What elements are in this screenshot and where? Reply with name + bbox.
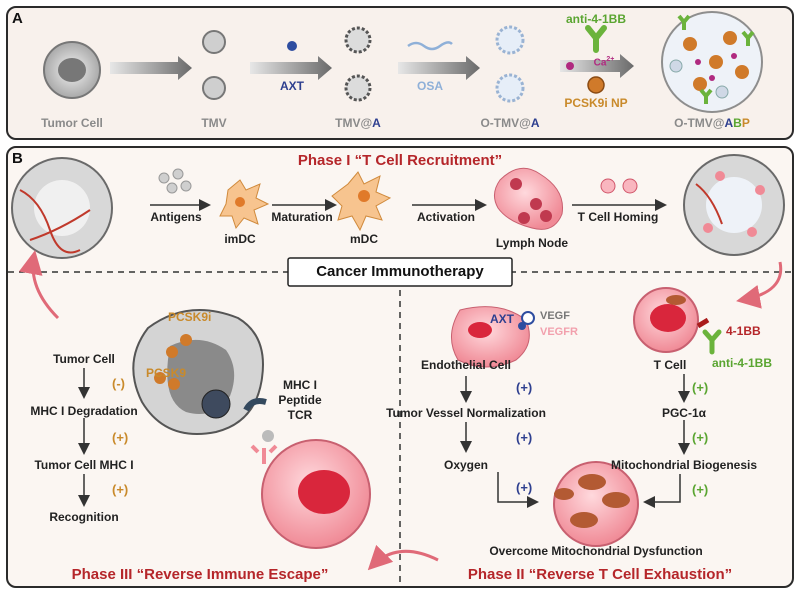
label-tmv: TMV: [201, 116, 227, 130]
arrow-a1: [110, 56, 192, 80]
label-activation: Activation: [416, 210, 476, 224]
t-cell-right-icon: [633, 287, 722, 355]
label-ca: Ca2+: [593, 56, 615, 69]
label-tumor-cell: Tumor Cell: [41, 116, 103, 130]
panel-a-letter: A: [12, 10, 23, 27]
o-tmv-abp-icon: [661, 11, 763, 113]
center-title: Cancer Immunotherapy: [316, 263, 484, 280]
mid-sign-3: (+): [516, 480, 533, 495]
label-pcsk9i-np: PCSK9i NP: [564, 96, 628, 110]
label-anti-4-1bb-b: anti-4-1BB: [712, 356, 773, 370]
phase-2-title: Phase II “Reverse T Cell Exhaustion”: [467, 566, 733, 583]
mid-sign-1: (+): [516, 380, 533, 395]
label-vegf: VEGF: [540, 310, 570, 322]
mid-step-2: Tumor Vessel Normalization: [386, 406, 546, 420]
arrow-a2: [250, 56, 332, 80]
label-anti-4-1bb-a: anti-4-1BB: [565, 12, 627, 26]
tumor-cell-large-icon: [132, 309, 264, 435]
panel-a: [6, 6, 794, 140]
left-step-4: Recognition: [49, 510, 119, 524]
mitochondria-cell-icon: [553, 461, 639, 547]
antibody-icon: [585, 25, 607, 53]
mid-step-1: Endothelial Cell: [420, 358, 512, 372]
left-step-3: Tumor Cell MHC I: [34, 458, 134, 472]
lymph-node-icon: [494, 167, 564, 230]
label-axt: AXT: [280, 79, 304, 93]
left-step-2: MHC I Degradation: [30, 404, 138, 418]
left-sign-2: (+): [112, 430, 129, 445]
label-pcsk9: PCSK9: [146, 366, 187, 380]
right-sign-1: (+): [692, 380, 709, 395]
label-peptide: Peptide: [278, 393, 322, 407]
label-4-1bb: 4-1BB: [726, 324, 761, 338]
label-lymph-node: Lymph Node: [495, 236, 569, 250]
mhc-tcr-icon: [243, 398, 278, 464]
imdc-icon: [219, 179, 270, 230]
right-sign-3: (+): [692, 482, 709, 497]
label-pcsk9i: PCSK9i: [168, 310, 212, 324]
right-step-2: PGC-1α: [661, 406, 707, 420]
right-step-1: T Cell: [653, 358, 687, 372]
tmv-a-icon: [344, 26, 372, 102]
t-cells-icon: [600, 178, 638, 194]
arrow-right-3: [643, 474, 681, 508]
mid-sign-2: (+): [516, 430, 533, 445]
label-o-tmv-abp: O-TMV@ABP: [674, 116, 750, 130]
label-maturation: Maturation: [271, 210, 333, 224]
arrow-a4: [560, 54, 634, 78]
tumor-cell-icon: [43, 41, 101, 99]
ca-dot: [566, 62, 574, 70]
label-mhc-i: MHC I: [283, 378, 317, 392]
left-sign-3: (+): [112, 482, 129, 497]
mid-step-3: Oxygen: [443, 458, 489, 472]
o-tmv-a-icon: [495, 25, 525, 103]
arrow-a3: [398, 56, 480, 80]
tumor-tissue-left-icon: [11, 157, 113, 259]
mdc-icon: [331, 171, 392, 232]
endothelial-cell-icon: [451, 306, 535, 368]
label-t-cell-homing: T Cell Homing: [577, 210, 659, 224]
t-cell-large-icon: [261, 439, 371, 549]
label-mdc: mDC: [349, 232, 379, 246]
label-vegfr: VEGFR: [540, 326, 578, 338]
panel-b: [6, 146, 794, 588]
label-antigens: Antigens: [150, 210, 202, 224]
curve-arrow-bottom: [367, 544, 439, 571]
right-step-3: Mitochondrial Biogenesis: [610, 458, 758, 472]
label-imdc: imDC: [224, 232, 256, 246]
phase-1-title: Phase I “T Cell Recruitment”: [297, 152, 503, 169]
label-axt-b: AXT: [490, 312, 514, 326]
pcsk9i-np-icon: [587, 76, 605, 94]
label-o-tmv-a: O-TMV@A: [480, 116, 540, 130]
label-tcr: TCR: [287, 408, 313, 422]
osa-strand: [407, 41, 453, 51]
label-tmv-a: TMV@A: [335, 116, 381, 130]
center-box: [287, 257, 513, 287]
left-sign-1: (-): [112, 376, 125, 391]
curve-arrow-right: [736, 261, 783, 309]
arrow-mid-3: [497, 472, 539, 508]
tumor-tissue-right-icon: [683, 154, 785, 256]
curve-arrow-left: [18, 250, 60, 320]
label-osa: OSA: [416, 79, 444, 93]
right-sign-2: (+): [692, 430, 709, 445]
tmv-icon: [202, 30, 226, 100]
panel-b-letter: B: [12, 150, 23, 167]
phase-3-title: Phase III “Reverse Immune Escape”: [71, 566, 329, 583]
outcome-label: Overcome Mitochondrial Dysfunction: [489, 544, 703, 558]
antigens-icon: [158, 168, 192, 194]
left-step-1: Tumor Cell: [53, 352, 115, 366]
axt-dot: [287, 41, 297, 51]
